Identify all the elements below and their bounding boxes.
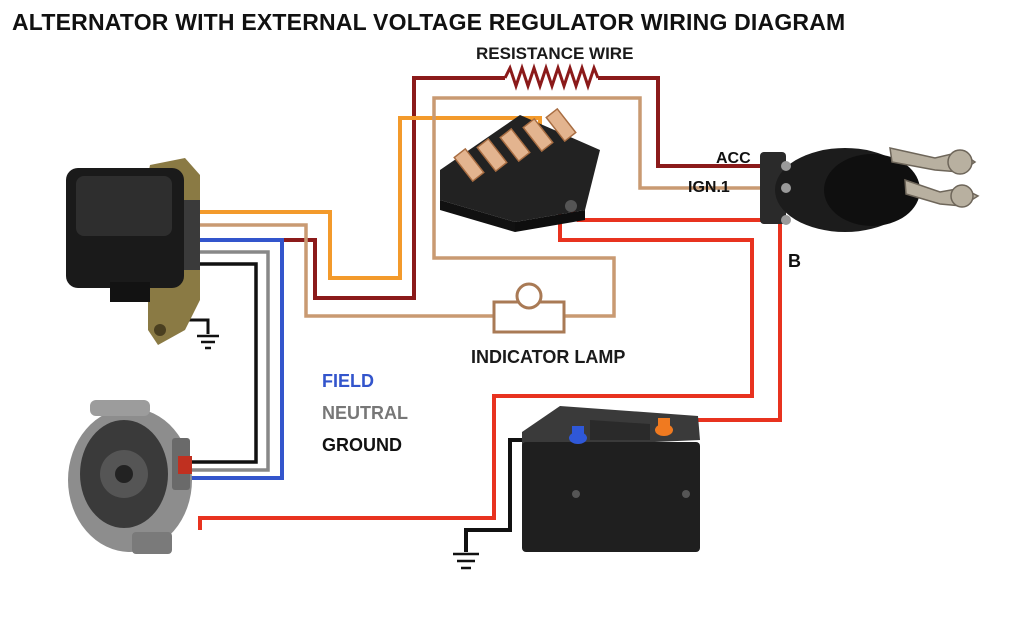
neutral-wire: [185, 250, 270, 472]
legend-ground: GROUND: [322, 435, 402, 455]
voltage-regulator: [66, 158, 200, 345]
ign1-terminal-label: IGN.1: [688, 179, 730, 196]
ignition-keys: [889, 147, 980, 208]
diagram-title: ALTERNATOR WITH EXTERNAL VOLTAGE REGULAT…: [12, 9, 846, 35]
resistance-wire: [200, 76, 505, 300]
acc-terminal-label: ACC: [716, 150, 751, 167]
ground-symbol-battery: [453, 552, 479, 570]
tan-wire-regulator-lamp: [200, 223, 494, 318]
battery: [522, 406, 700, 552]
resistance-wire-zigzag: [503, 63, 600, 91]
ignition-switch: [760, 147, 980, 232]
ground-symbol-regulator: [197, 334, 219, 350]
fuse-box: [440, 107, 600, 232]
ground-wire: [185, 262, 258, 464]
alternator: [68, 400, 192, 554]
legend-neutral: NEUTRAL: [322, 403, 408, 423]
indicator-lamp: [492, 282, 566, 334]
tan-wire-lamp-up: [432, 96, 770, 318]
resistance-wire-to-acc: [598, 76, 760, 168]
red-wire-fuse-alternator: [198, 210, 754, 530]
orange-wire: [200, 116, 542, 280]
field-wire: [185, 238, 284, 480]
legend-field: FIELD: [322, 371, 374, 391]
indicator-lamp-label: INDICATOR LAMP: [471, 347, 626, 367]
resistance-wire-label: RESISTANCE WIRE: [476, 44, 634, 63]
b-terminal-label: B: [788, 251, 801, 271]
